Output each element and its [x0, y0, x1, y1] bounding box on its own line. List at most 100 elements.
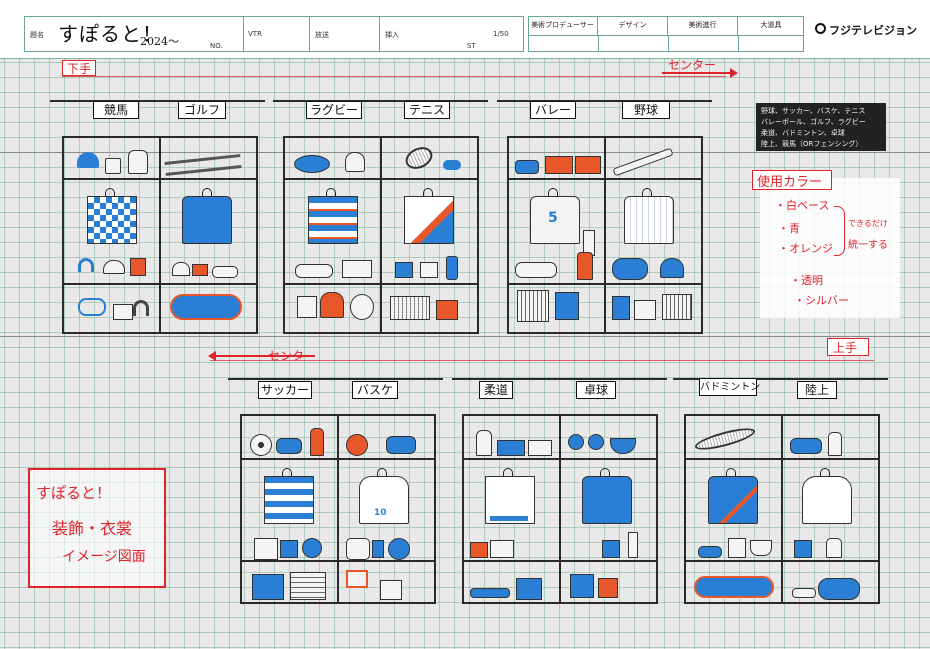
- box-icon: [555, 292, 579, 320]
- shimote-mark: 下手: [67, 62, 92, 76]
- title-block: 題名 すぽると！ 2024～ NO. VTR 放送 挿入 ST 1/50 美術プ…: [0, 0, 930, 59]
- eye-mark-icon: [815, 23, 826, 34]
- box-icon: [598, 578, 618, 598]
- box-icon: [602, 540, 620, 558]
- rack-icon: [290, 572, 326, 600]
- shoe-box-icon: [252, 574, 284, 600]
- rugby-ball-icon: [294, 155, 330, 173]
- badminton-shirt-icon: [708, 476, 758, 524]
- box-icon: [372, 540, 384, 558]
- box-icon: [497, 440, 525, 456]
- box-icon: [395, 262, 413, 278]
- golf-bag-icon: [170, 294, 242, 320]
- shin-guards-icon: [254, 538, 278, 560]
- credit-carpentry: 大道具: [760, 21, 782, 29]
- bridle-icon: [78, 298, 106, 316]
- soccer-ball-icon: [250, 434, 272, 456]
- label-judo: 柔道: [479, 381, 513, 399]
- horseshoe-icon: [133, 300, 149, 316]
- reference-line: [0, 152, 930, 153]
- box-icon: [436, 300, 458, 320]
- sports-list: 野球、サッカー、バスケ、テニス バレーボール、ゴルフ、ラグビー 柔道、バドミント…: [756, 103, 886, 151]
- track-spikes-icon: [790, 438, 822, 454]
- baseball-uniform-icon: [624, 196, 674, 244]
- basketball-jersey-icon: [359, 476, 409, 524]
- label-baseball: 野球: [622, 101, 670, 119]
- color-white-base: ・白ベース: [775, 199, 830, 212]
- horseshoe-icon: [78, 258, 94, 272]
- box-icon: [575, 156, 601, 174]
- jersey-number-icon: 10: [374, 508, 387, 518]
- scale-value: 1/50: [493, 30, 509, 38]
- label-table-tennis: 卓球: [576, 381, 616, 399]
- ball-basket-icon: [390, 296, 430, 320]
- credits-frame: [528, 16, 804, 52]
- program-title: すぽると！: [58, 22, 163, 46]
- stamp-line-1: すぽると！: [36, 484, 112, 502]
- soccer-cleats-icon: [276, 438, 302, 454]
- box-icon: [470, 542, 488, 558]
- figure-icon: [476, 430, 492, 456]
- color-clear: ・透明: [790, 274, 823, 287]
- color-note-heading: 使用カラー: [757, 175, 823, 190]
- box-icon: [634, 300, 656, 320]
- kamite-mark: 上手: [833, 341, 858, 355]
- trophy-icon: [628, 532, 638, 558]
- trophy-icon: [577, 252, 593, 280]
- box-icon: [545, 156, 573, 174]
- bottle-icon: [446, 256, 458, 280]
- color-note-panel: [760, 178, 900, 318]
- golf-cap-icon: [172, 262, 190, 276]
- glove-icon: [612, 258, 648, 280]
- label-rugby: ラグビー: [306, 101, 362, 119]
- stamp-line-2: 装飾・衣裳: [52, 519, 133, 538]
- title-label: 題名: [30, 31, 44, 39]
- golf-shoes-icon: [212, 266, 238, 278]
- horse-figure-icon: [128, 150, 148, 174]
- color-silver: ・シルバー: [794, 294, 849, 307]
- volleyball-shoes-icon: [515, 262, 557, 278]
- ping-pong-paddle-icon: [588, 434, 604, 450]
- rugby-jersey-icon: [308, 196, 358, 244]
- jersey-number-icon: 5: [548, 210, 558, 226]
- judo-belt-icon: [490, 516, 528, 521]
- vtr-label: VTR: [248, 30, 262, 38]
- program-subtitle: 2024～: [140, 35, 179, 48]
- jockey-helmet-icon: [77, 152, 99, 168]
- label-track: 陸上: [797, 381, 837, 399]
- box-icon: [420, 262, 438, 278]
- shuttlecock-icon: [750, 540, 772, 556]
- ball-basket-icon: [662, 294, 692, 320]
- broadcast-label: 放送: [315, 31, 329, 39]
- tennis-shirt-icon: [404, 196, 454, 244]
- label-tennis: テニス: [404, 101, 450, 119]
- ping-pong-paddle-icon: [568, 434, 584, 450]
- hoop-icon: [346, 570, 368, 588]
- jockey-silks-icon: [87, 196, 137, 244]
- center-arrow-top: [662, 72, 732, 74]
- box-icon: [528, 440, 552, 456]
- towel-icon: [342, 260, 372, 278]
- shoe-icon: [698, 546, 722, 558]
- headgear-icon: [345, 152, 365, 172]
- reference-line: [0, 336, 930, 337]
- basketball-icon: [346, 434, 368, 456]
- stamp-line-3: イメージ図面: [62, 549, 146, 565]
- center-arrow-bottom: [215, 355, 315, 357]
- credit-art-progress: 美術進行: [668, 16, 738, 35]
- bag-icon: [346, 538, 370, 560]
- sports-bag-icon: [818, 578, 860, 600]
- center-mark-top: センター: [668, 58, 717, 72]
- trophy-icon: [826, 538, 842, 558]
- box-icon: [794, 540, 812, 558]
- color-note-aside-2: 統一する: [848, 240, 888, 251]
- golf-ball-box-icon: [192, 264, 208, 276]
- rugby-ball-icon: [350, 294, 374, 320]
- label-badminton: バドミントン: [699, 378, 760, 396]
- title-frame: [24, 16, 524, 52]
- tennis-balls-icon: [443, 160, 461, 170]
- racket-bag-icon: [694, 576, 774, 598]
- box-icon: [516, 578, 542, 600]
- label-basketball: バスケ: [352, 381, 398, 399]
